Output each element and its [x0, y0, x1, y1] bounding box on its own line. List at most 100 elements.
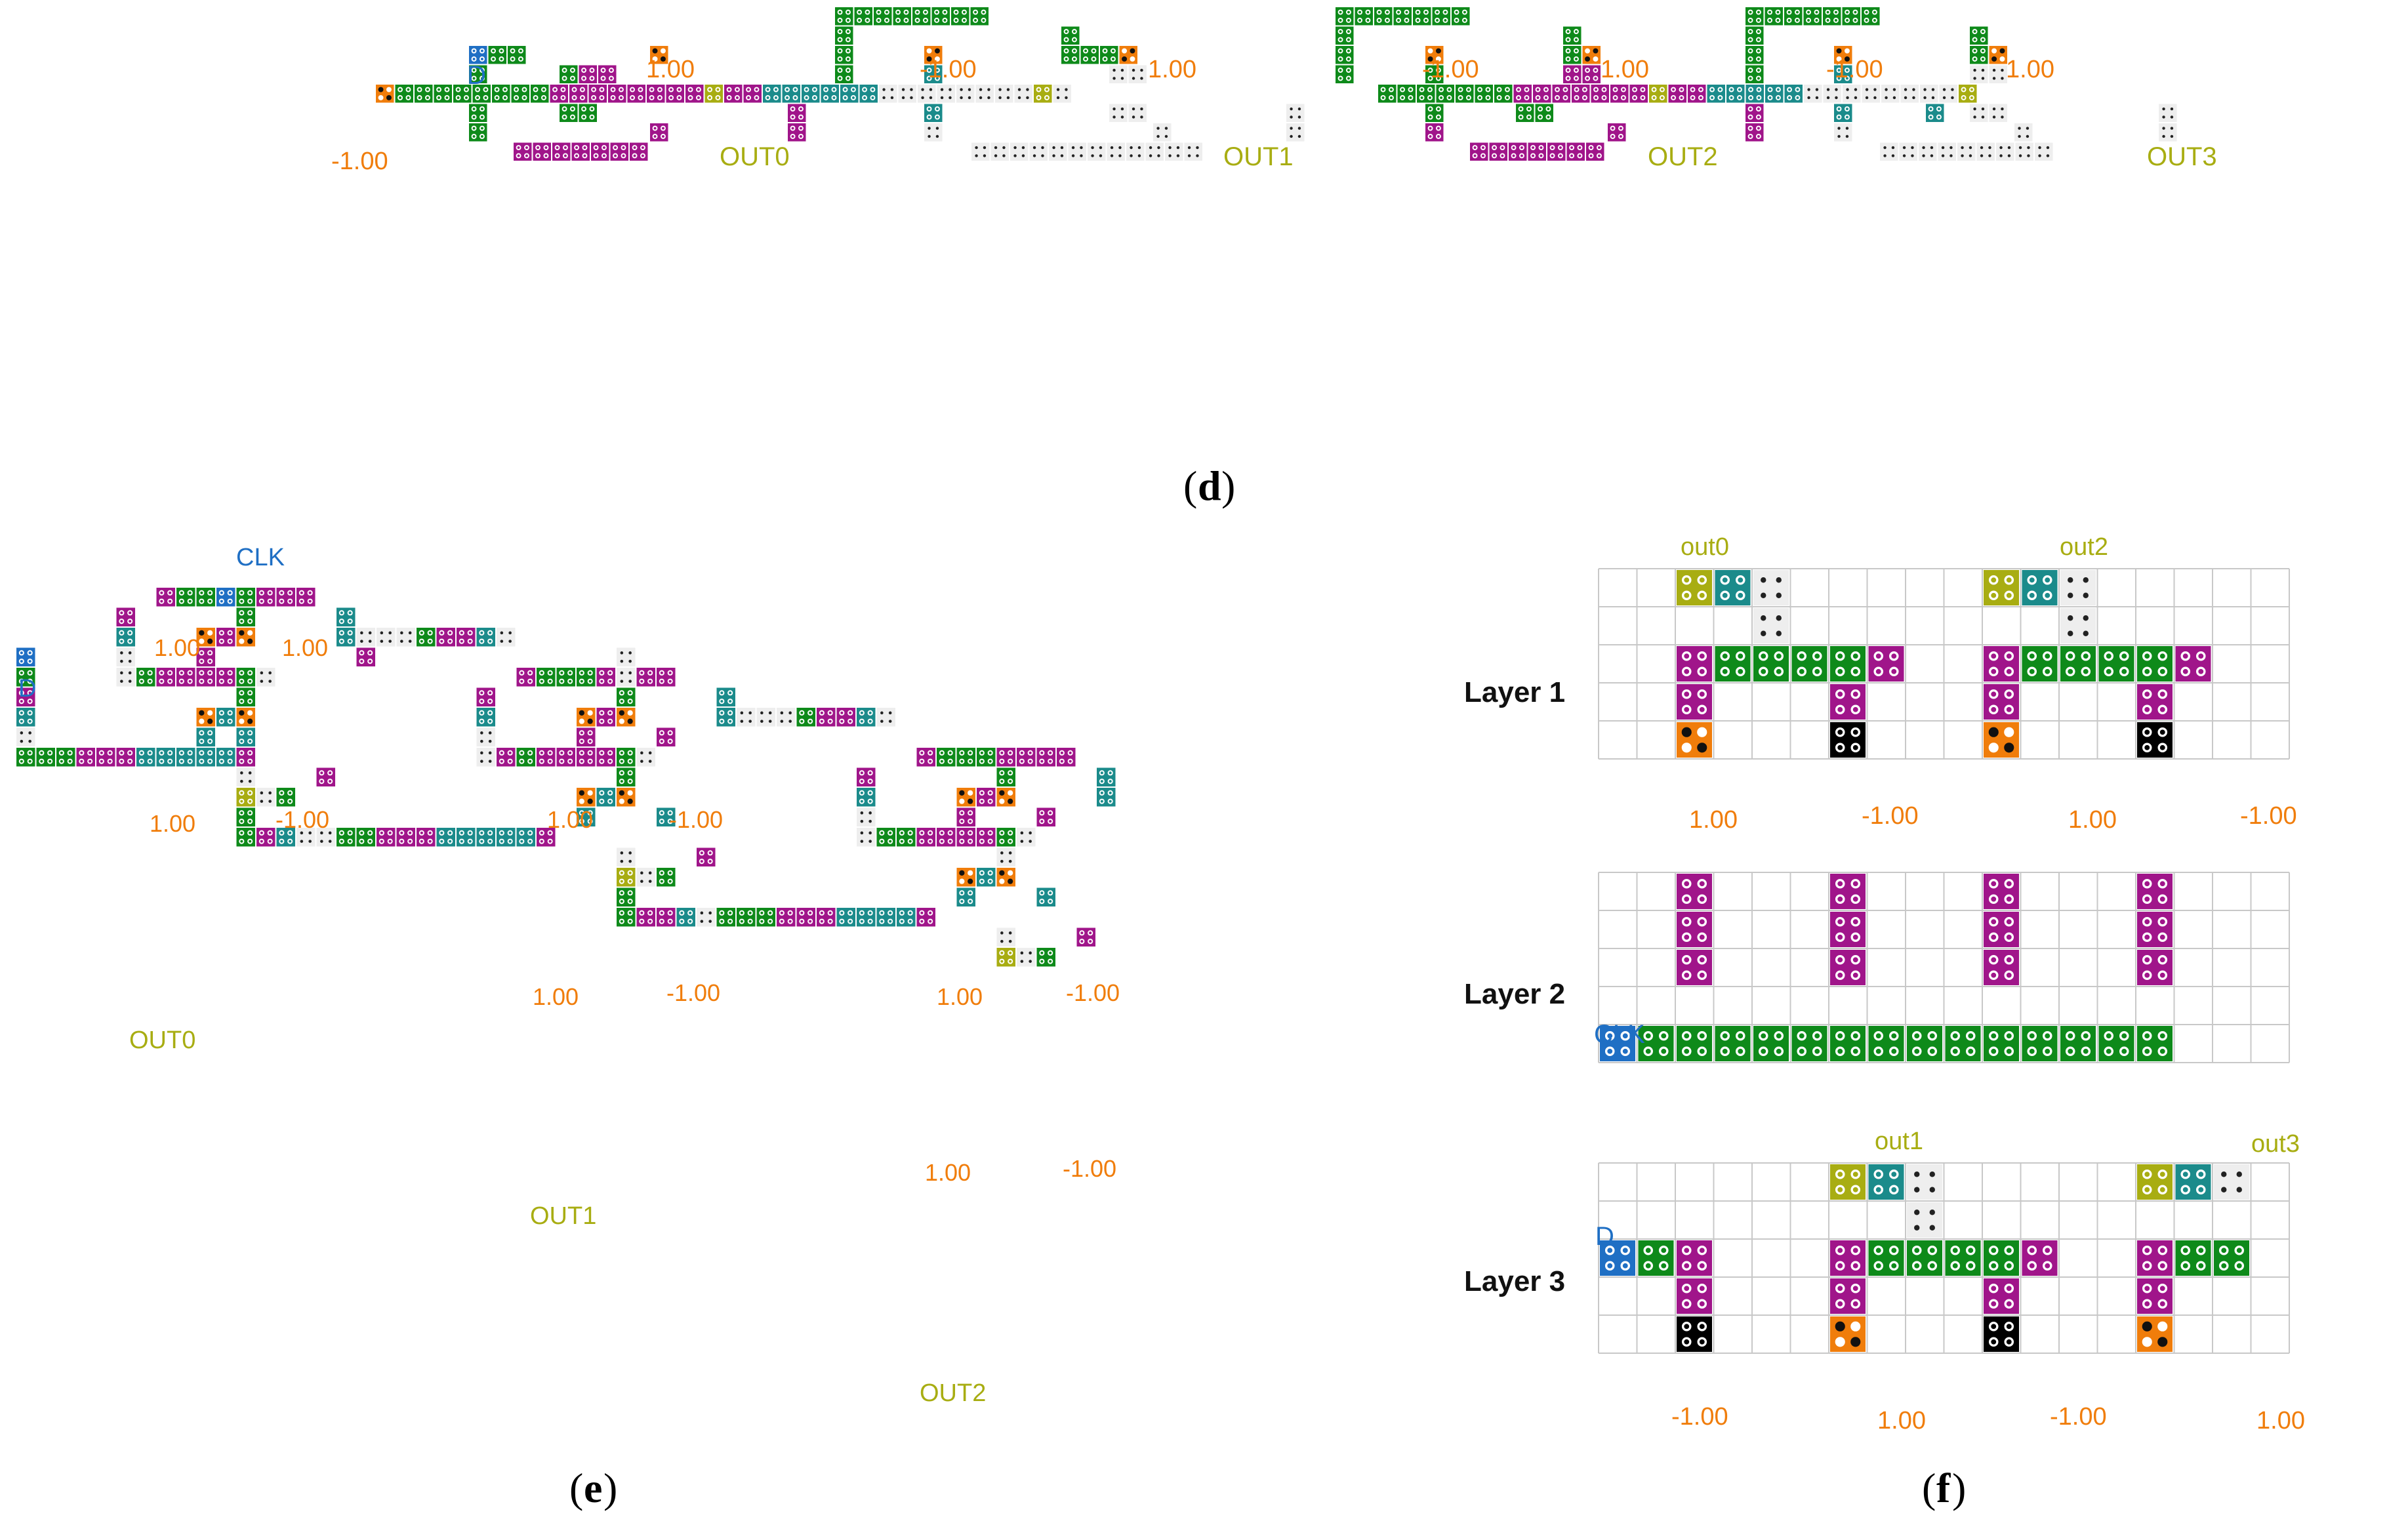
unclocked-cell [1989, 104, 2007, 122]
clock-zone-cell [1563, 46, 1582, 64]
clock-zone-cell [1425, 65, 1444, 83]
clock-zone-cell [1868, 1026, 1904, 1061]
fixed-polarization-cell [617, 708, 636, 727]
clock-zone-cell [236, 668, 255, 687]
clock-zone-cell [1791, 646, 1827, 682]
clock-zone-cell [1475, 85, 1493, 103]
clock-zone-cell [2060, 1026, 2096, 1061]
svg-text:): ) [603, 1465, 617, 1511]
clock-zone-cell [2137, 1240, 2173, 1276]
clock-zone-cell [1374, 7, 1393, 26]
unclocked-cell [1088, 142, 1106, 161]
unclocked-cell [857, 807, 876, 826]
svg-text:(: ( [569, 1465, 583, 1511]
clock-zone-cell [2175, 1164, 2211, 1200]
unclocked-cell [1109, 65, 1128, 83]
unclocked-cell [256, 788, 275, 807]
clock-zone-cell [2137, 912, 2173, 947]
clock-zone-cell [316, 767, 335, 786]
clock-zone-cell [1830, 950, 1866, 985]
clock-zone-cell [537, 668, 556, 687]
clock-zone-cell [96, 748, 115, 767]
unclocked-cell [1049, 142, 1067, 161]
unclocked-cell [356, 628, 375, 647]
clock-zone-cell [156, 748, 175, 767]
unclocked-cell [1010, 142, 1029, 161]
clock-zone-cell [802, 85, 820, 103]
output-label-out0: OUT0 [720, 142, 790, 171]
clock-zone-cell [1456, 85, 1474, 103]
clock-zone-cell [488, 46, 506, 64]
clock-zone-cell [1726, 85, 1745, 103]
unclocked-cell [2015, 142, 2033, 161]
unclocked-cell [636, 748, 655, 767]
unclocked-cell [1862, 85, 1880, 103]
weight-label: 1.00 [1148, 56, 1196, 83]
clock-zone-cell [56, 748, 75, 767]
weight-label: 1.00 [2006, 56, 2054, 83]
unclocked-cell [1899, 142, 1917, 161]
unclocked-cell [617, 847, 636, 866]
clock-zone-cell [469, 123, 487, 142]
clock-zone-cell [1862, 7, 1880, 26]
clock-zone-cell [937, 828, 956, 847]
layer3-d-label: D [1595, 1222, 1614, 1251]
fixed-polarization-cell [956, 788, 975, 807]
clock-zone-cell [617, 767, 636, 786]
clock-zone-cell [1984, 874, 2019, 909]
clock-zone-cell [552, 142, 571, 161]
clock-zone-cell [743, 85, 762, 103]
unclocked-cell [1920, 85, 1938, 103]
layer2-clk-label: CLK [1594, 1020, 1645, 1049]
clock-zone-cell [356, 647, 375, 666]
clock-zone-cell [835, 26, 853, 45]
clock-zone-cell [970, 7, 989, 26]
clock-zone-cell [196, 748, 215, 767]
clock-zone-cell [1765, 85, 1784, 103]
clock-zone-cell [531, 85, 549, 103]
clock-zone-cell [1470, 142, 1488, 161]
clock-zone-cell [1677, 950, 1712, 985]
clock-zone-cell [116, 628, 135, 647]
output-label-out2: OUT2 [920, 1379, 986, 1407]
clock-zone-cell [1715, 646, 1751, 682]
clock-zone-cell [2022, 1240, 2058, 1276]
clock-zone-cell [1677, 1278, 1712, 1314]
unclocked-cell [1970, 65, 1988, 83]
clock-zone-cell [1097, 788, 1116, 807]
clock-zone-cell [1677, 912, 1712, 947]
clock-zone-cell [1830, 646, 1866, 682]
caption-letter-d: d [1198, 462, 1221, 509]
unclocked-cell [256, 668, 275, 687]
weight-label: -1.00 [1826, 56, 1883, 83]
panel-e-caption: ( e ) [569, 1465, 617, 1511]
clock-zone-cell [1336, 7, 1354, 26]
clock-zone-cell [516, 828, 535, 847]
unclocked-cell [1017, 828, 1036, 847]
layer3-out3-label: out3 [2251, 1130, 2300, 1158]
panel-f-layers [1598, 568, 2290, 1354]
clock-zone-cell [1907, 1240, 1942, 1276]
clock-zone-cell [1830, 874, 1866, 909]
unclocked-cell [990, 142, 1009, 161]
clock-zone-cell [476, 687, 495, 706]
unclocked-cell [2035, 142, 2053, 161]
clock-zone-cell [1677, 1026, 1712, 1061]
clock-zone-cell [1097, 767, 1116, 786]
clock-zone-cell [893, 7, 911, 26]
clock-zone-cell [1834, 104, 1852, 122]
clock-zone-cell [1677, 1240, 1712, 1276]
unclocked-cell [476, 748, 495, 767]
clock-zone-cell [1036, 748, 1055, 767]
clock-zone-cell [1608, 123, 1626, 142]
weight-label: -1.00 [1066, 979, 1120, 1006]
unclocked-cell [1880, 142, 1898, 161]
clock-zone-cell [2060, 646, 2096, 682]
clock-zone-cell [716, 687, 735, 706]
weight-label: 1.00 [925, 1159, 971, 1186]
clock-zone-cell [916, 748, 935, 767]
unclocked-cell [1989, 65, 2007, 83]
unclocked-cell [1184, 142, 1202, 161]
clock-zone-cell [977, 828, 996, 847]
clock-zone-cell [1834, 65, 1852, 83]
